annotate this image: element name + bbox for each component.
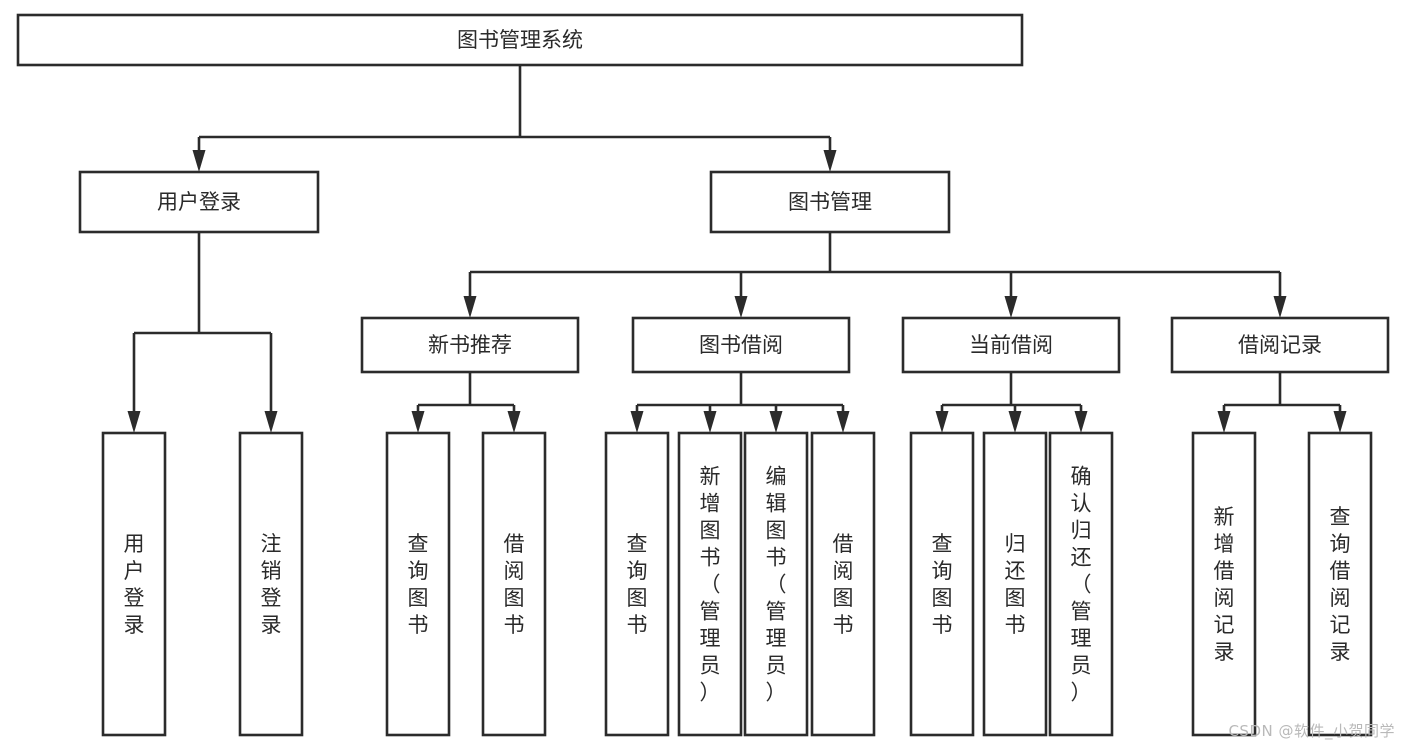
arrow-head-leaf-edit-book: [769, 411, 783, 433]
connector-new-book-rec: [411, 372, 521, 433]
arrow-head-leaf-confirm-return: [1074, 411, 1088, 433]
node-box-leaf-query-book-1[interactable]: [385, 431, 451, 737]
arrow-head-user-login: [192, 150, 206, 172]
arrow-head-book-borrow: [734, 296, 748, 318]
node-user-login[interactable]: 用户登录: [78, 170, 320, 234]
node-label-leaf-borrow-book-2: 借阅图书: [833, 532, 854, 637]
node-leaf-logout[interactable]: 注销登录: [238, 431, 304, 737]
connector-root: [192, 65, 837, 172]
connector-current-borrow: [935, 372, 1088, 433]
node-leaf-query-book-1[interactable]: 查询图书: [385, 431, 451, 737]
node-label-book-manage: 图书管理: [788, 190, 872, 214]
node-box-leaf-borrow-book-2[interactable]: [810, 431, 876, 737]
node-box-leaf-logout[interactable]: [238, 431, 304, 737]
node-label-leaf-borrow-book-1: 借阅图书: [504, 532, 525, 637]
node-leaf-borrow-book-1[interactable]: 借阅图书: [481, 431, 547, 737]
node-label-leaf-query-book-2: 查询图书: [627, 532, 648, 637]
node-label-leaf-query-book-1: 查询图书: [408, 532, 429, 637]
node-box-new-book-rec[interactable]: [360, 316, 580, 374]
node-box-borrow-record[interactable]: [1170, 316, 1390, 374]
node-box-book-manage[interactable]: [709, 170, 951, 234]
node-box-leaf-query-book-3[interactable]: [909, 431, 975, 737]
node-leaf-edit-book[interactable]: 编辑图书（管理员）: [743, 431, 809, 737]
arrow-head-leaf-query-book-2: [630, 411, 644, 433]
csdn-watermark: CSDN @软件_小贺同学: [1228, 722, 1395, 740]
arrow-head-leaf-logout: [264, 411, 278, 433]
node-leaf-borrow-book-2[interactable]: 借阅图书: [810, 431, 876, 737]
node-label-book-borrow: 图书借阅: [699, 333, 783, 357]
node-box-book-borrow[interactable]: [631, 316, 851, 374]
node-label-borrow-record: 借阅记录: [1238, 333, 1322, 357]
arrow-head-leaf-query-record: [1333, 411, 1347, 433]
node-box-leaf-query-record[interactable]: [1307, 431, 1373, 737]
node-leaf-user-login[interactable]: 用户登录: [101, 431, 167, 737]
connector-book-manage: [463, 232, 1287, 318]
arrow-head-leaf-add-record: [1217, 411, 1231, 433]
node-label-leaf-user-login: 用户登录: [124, 532, 145, 637]
node-label-new-book-rec: 新书推荐: [428, 333, 512, 357]
node-layer: 图书管理系统用户登录图书管理新书推荐图书借阅当前借阅借阅记录用户登录注销登录查询…: [16, 13, 1390, 737]
arrow-head-book-manage: [823, 150, 837, 172]
node-leaf-return-book[interactable]: 归还图书: [982, 431, 1048, 737]
node-box-user-login[interactable]: [78, 170, 320, 234]
arrow-head-new-book-rec: [463, 296, 477, 318]
node-label-leaf-query-book-3: 查询图书: [932, 532, 953, 637]
node-label-leaf-query-record: 查询借阅记录: [1330, 505, 1351, 664]
node-label-root: 图书管理系统: [457, 28, 583, 52]
node-leaf-query-book-2[interactable]: 查询图书: [604, 431, 670, 737]
arrow-head-leaf-user-login: [127, 411, 141, 433]
node-leaf-confirm-return[interactable]: 确认归还（管理员）: [1048, 431, 1114, 737]
node-box-leaf-add-record[interactable]: [1191, 431, 1257, 737]
node-book-borrow[interactable]: 图书借阅: [631, 316, 851, 374]
node-label-leaf-add-book: 新增图书（管理员）: [700, 465, 721, 705]
node-label-leaf-edit-book: 编辑图书（管理员）: [766, 465, 787, 705]
arrow-head-borrow-record: [1273, 296, 1287, 318]
arrow-head-leaf-borrow-book-1: [507, 411, 521, 433]
node-new-book-rec[interactable]: 新书推荐: [360, 316, 580, 374]
arrow-head-leaf-query-book-3: [935, 411, 949, 433]
connector-book-borrow: [630, 372, 850, 433]
node-box-leaf-borrow-book-1[interactable]: [481, 431, 547, 737]
node-leaf-add-book[interactable]: 新增图书（管理员）: [677, 431, 743, 737]
connector-layer: [127, 65, 1347, 433]
arrow-head-current-borrow: [1004, 296, 1018, 318]
node-box-root[interactable]: [16, 13, 1024, 67]
arrow-head-leaf-add-book: [703, 411, 717, 433]
node-root[interactable]: 图书管理系统: [16, 13, 1024, 67]
node-label-user-login: 用户登录: [157, 190, 241, 214]
node-box-leaf-return-book[interactable]: [982, 431, 1048, 737]
node-box-leaf-query-book-2[interactable]: [604, 431, 670, 737]
node-book-manage[interactable]: 图书管理: [709, 170, 951, 234]
node-leaf-query-record[interactable]: 查询借阅记录: [1307, 431, 1373, 737]
node-box-leaf-confirm-return[interactable]: [1048, 431, 1114, 737]
connector-borrow-record: [1217, 372, 1347, 433]
node-label-current-borrow: 当前借阅: [969, 333, 1053, 357]
node-box-leaf-add-book[interactable]: [677, 431, 743, 737]
node-label-leaf-logout: 注销登录: [261, 532, 282, 637]
arrow-head-leaf-query-book-1: [411, 411, 425, 433]
arrow-head-leaf-return-book: [1008, 411, 1022, 433]
node-box-leaf-edit-book[interactable]: [743, 431, 809, 737]
node-borrow-record[interactable]: 借阅记录: [1170, 316, 1390, 374]
node-box-leaf-user-login[interactable]: [101, 431, 167, 737]
node-current-borrow[interactable]: 当前借阅: [901, 316, 1121, 374]
node-leaf-add-record[interactable]: 新增借阅记录: [1191, 431, 1257, 737]
connector-user-login: [127, 232, 278, 433]
node-label-leaf-confirm-return: 确认归还（管理员）: [1071, 465, 1092, 705]
node-box-current-borrow[interactable]: [901, 316, 1121, 374]
node-label-leaf-return-book: 归还图书: [1005, 532, 1026, 637]
node-label-leaf-add-record: 新增借阅记录: [1214, 505, 1235, 664]
arrow-head-leaf-borrow-book-2: [836, 411, 850, 433]
node-leaf-query-book-3[interactable]: 查询图书: [909, 431, 975, 737]
